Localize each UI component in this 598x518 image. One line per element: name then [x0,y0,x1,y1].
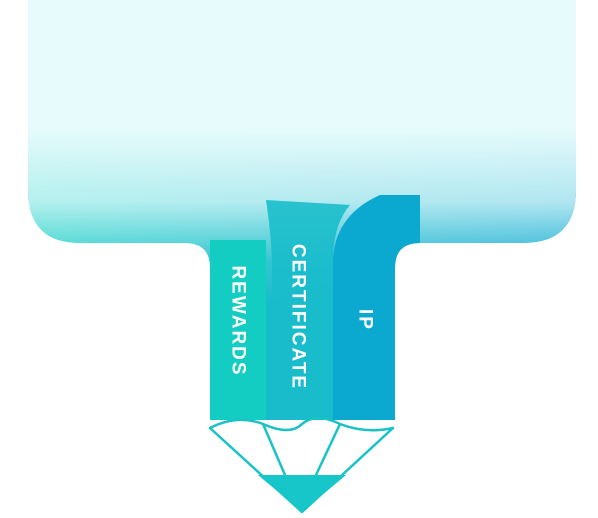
tip-point [258,475,346,512]
pencil-stem [210,195,420,420]
rewards-band [210,240,266,420]
certificate-label: CERTIFICATE [288,244,309,390]
ip-label: IP [355,309,376,331]
tip-line-right [314,422,342,477]
pencil-tip [208,416,395,514]
rewards-label: REWARDS [228,265,249,376]
certificate-band [266,200,350,420]
ip-band [333,195,420,420]
tip-line-left [261,422,287,477]
tip-wave-outline [208,416,395,432]
